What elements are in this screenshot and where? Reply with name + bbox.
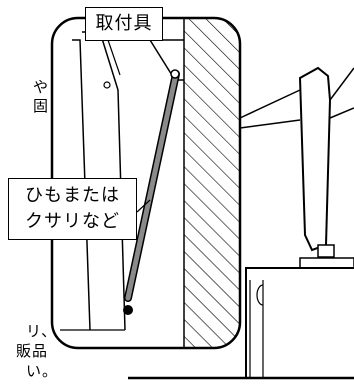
lower-hook-icon xyxy=(123,305,133,315)
cropped-text-bottom-3: い。 xyxy=(26,362,59,380)
tv-side-view xyxy=(298,66,354,269)
mount-fixture-label: 取付具 xyxy=(85,7,163,41)
zoom-detail xyxy=(50,16,242,350)
rope-label-line-2: クサリなど xyxy=(25,211,120,232)
rope-label: ひもまたは クサリなど xyxy=(8,178,137,240)
wall-hatched xyxy=(184,18,240,348)
cropped-text-bottom-2: 販品 xyxy=(16,342,49,360)
rope-leader xyxy=(136,199,151,213)
rope-label-line-1: ひもまたは xyxy=(25,185,120,206)
cropped-text-left-2: 固 xyxy=(33,97,50,115)
screw-icon xyxy=(103,81,111,89)
cropped-text-bottom-1: リ、 xyxy=(26,322,58,340)
cropped-text-left-1: や xyxy=(33,78,50,96)
zoom-leader xyxy=(239,89,301,129)
tv-cabinet xyxy=(245,267,354,379)
